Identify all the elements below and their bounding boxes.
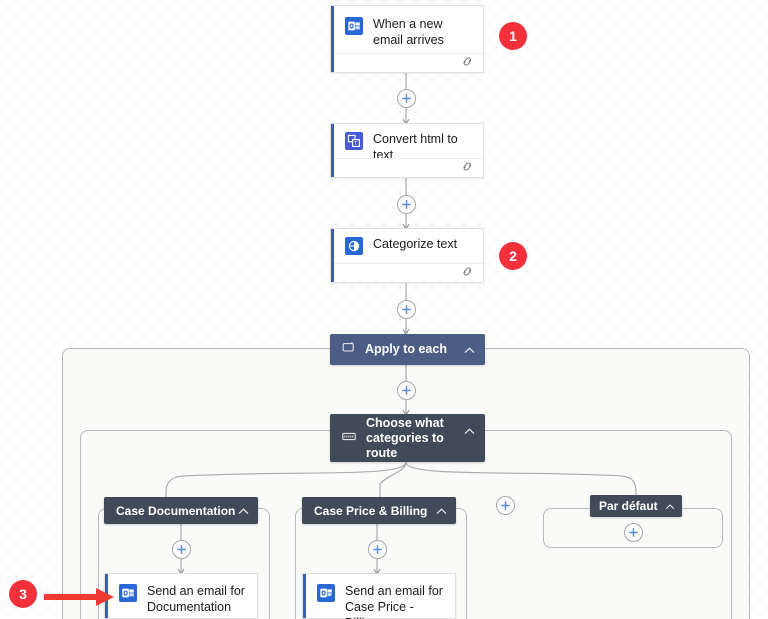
add-branch-case[interactable] <box>496 496 515 515</box>
node-apply-to-each[interactable]: Apply to each <box>330 334 485 365</box>
branch-par-defaut[interactable]: Par défaut <box>590 495 682 517</box>
card-accent-bar <box>303 574 306 618</box>
add-step-inside-apply-to-each[interactable] <box>397 381 416 400</box>
add-step-after-convert[interactable] <box>397 195 416 214</box>
card-footer <box>334 263 483 282</box>
card-categorize-text[interactable]: Categorize text <box>330 228 484 283</box>
card-title: When a new email arrives <box>373 17 444 47</box>
outlook-icon <box>119 584 137 602</box>
ai-builder-icon <box>345 237 363 255</box>
branch-label: Case Documentation <box>116 503 236 518</box>
branch-label: Case Price & Billing <box>314 503 428 518</box>
content-conversion-icon: T <box>345 132 363 150</box>
link-chain-icon[interactable] <box>461 264 474 282</box>
annotation-badge-3: 3 <box>9 580 37 608</box>
card-accent-bar <box>331 229 334 282</box>
add-step-case-price-billing[interactable] <box>368 540 387 559</box>
annotation-badge-2: 2 <box>499 242 527 270</box>
card-accent-bar <box>331 124 334 177</box>
pointer-arrow <box>44 586 116 613</box>
card-send-an-email-for-case-price-billing[interactable]: Send an email for Case Price - Billing <box>302 573 456 619</box>
card-convert-html-to-text[interactable]: T Convert html to text <box>330 123 484 178</box>
add-step-after-categorize[interactable] <box>397 300 416 319</box>
card-title: Send an email for Documentation <box>147 584 245 614</box>
badge-number: 1 <box>509 28 517 44</box>
node-choose-what-categories-to-route[interactable]: Choose what categories to route <box>330 414 485 462</box>
link-chain-icon[interactable] <box>461 54 474 72</box>
branch-case-price-billing[interactable]: Case Price & Billing <box>302 497 456 524</box>
card-send-an-email-for-documentation[interactable]: Send an email for Documentation <box>104 573 258 619</box>
branch-label: Par défaut <box>599 499 658 513</box>
branch-case-documentation[interactable]: Case Documentation <box>104 497 258 524</box>
node-label: Choose what categories to route <box>366 415 444 460</box>
loop-icon <box>342 341 355 359</box>
annotation-badge-1: 1 <box>499 22 527 50</box>
outlook-icon <box>345 17 363 35</box>
card-footer <box>334 158 483 177</box>
card-footer <box>334 53 483 72</box>
chevron-up-icon[interactable] <box>464 422 475 440</box>
chevron-up-icon[interactable] <box>436 502 447 520</box>
badge-number: 3 <box>19 586 27 602</box>
chevron-up-icon[interactable] <box>665 497 675 515</box>
chevron-up-icon[interactable] <box>464 341 475 359</box>
link-chain-icon[interactable] <box>461 159 474 177</box>
add-step-par-defaut[interactable] <box>624 523 643 542</box>
add-step-case-documentation[interactable] <box>172 540 191 559</box>
switch-icon <box>342 429 356 447</box>
badge-number: 2 <box>509 248 517 264</box>
card-accent-bar <box>331 6 334 72</box>
chevron-up-icon[interactable] <box>238 502 249 520</box>
card-title: Categorize text <box>373 237 458 251</box>
card-when-a-new-email-arrives[interactable]: When a new email arrives <box>330 5 484 73</box>
add-step-after-trigger[interactable] <box>397 89 416 108</box>
card-title: Send an email for Case Price - Billing <box>345 584 443 619</box>
svg-text:T: T <box>354 141 357 147</box>
outlook-icon <box>317 584 335 602</box>
node-label: Apply to each <box>365 342 447 356</box>
